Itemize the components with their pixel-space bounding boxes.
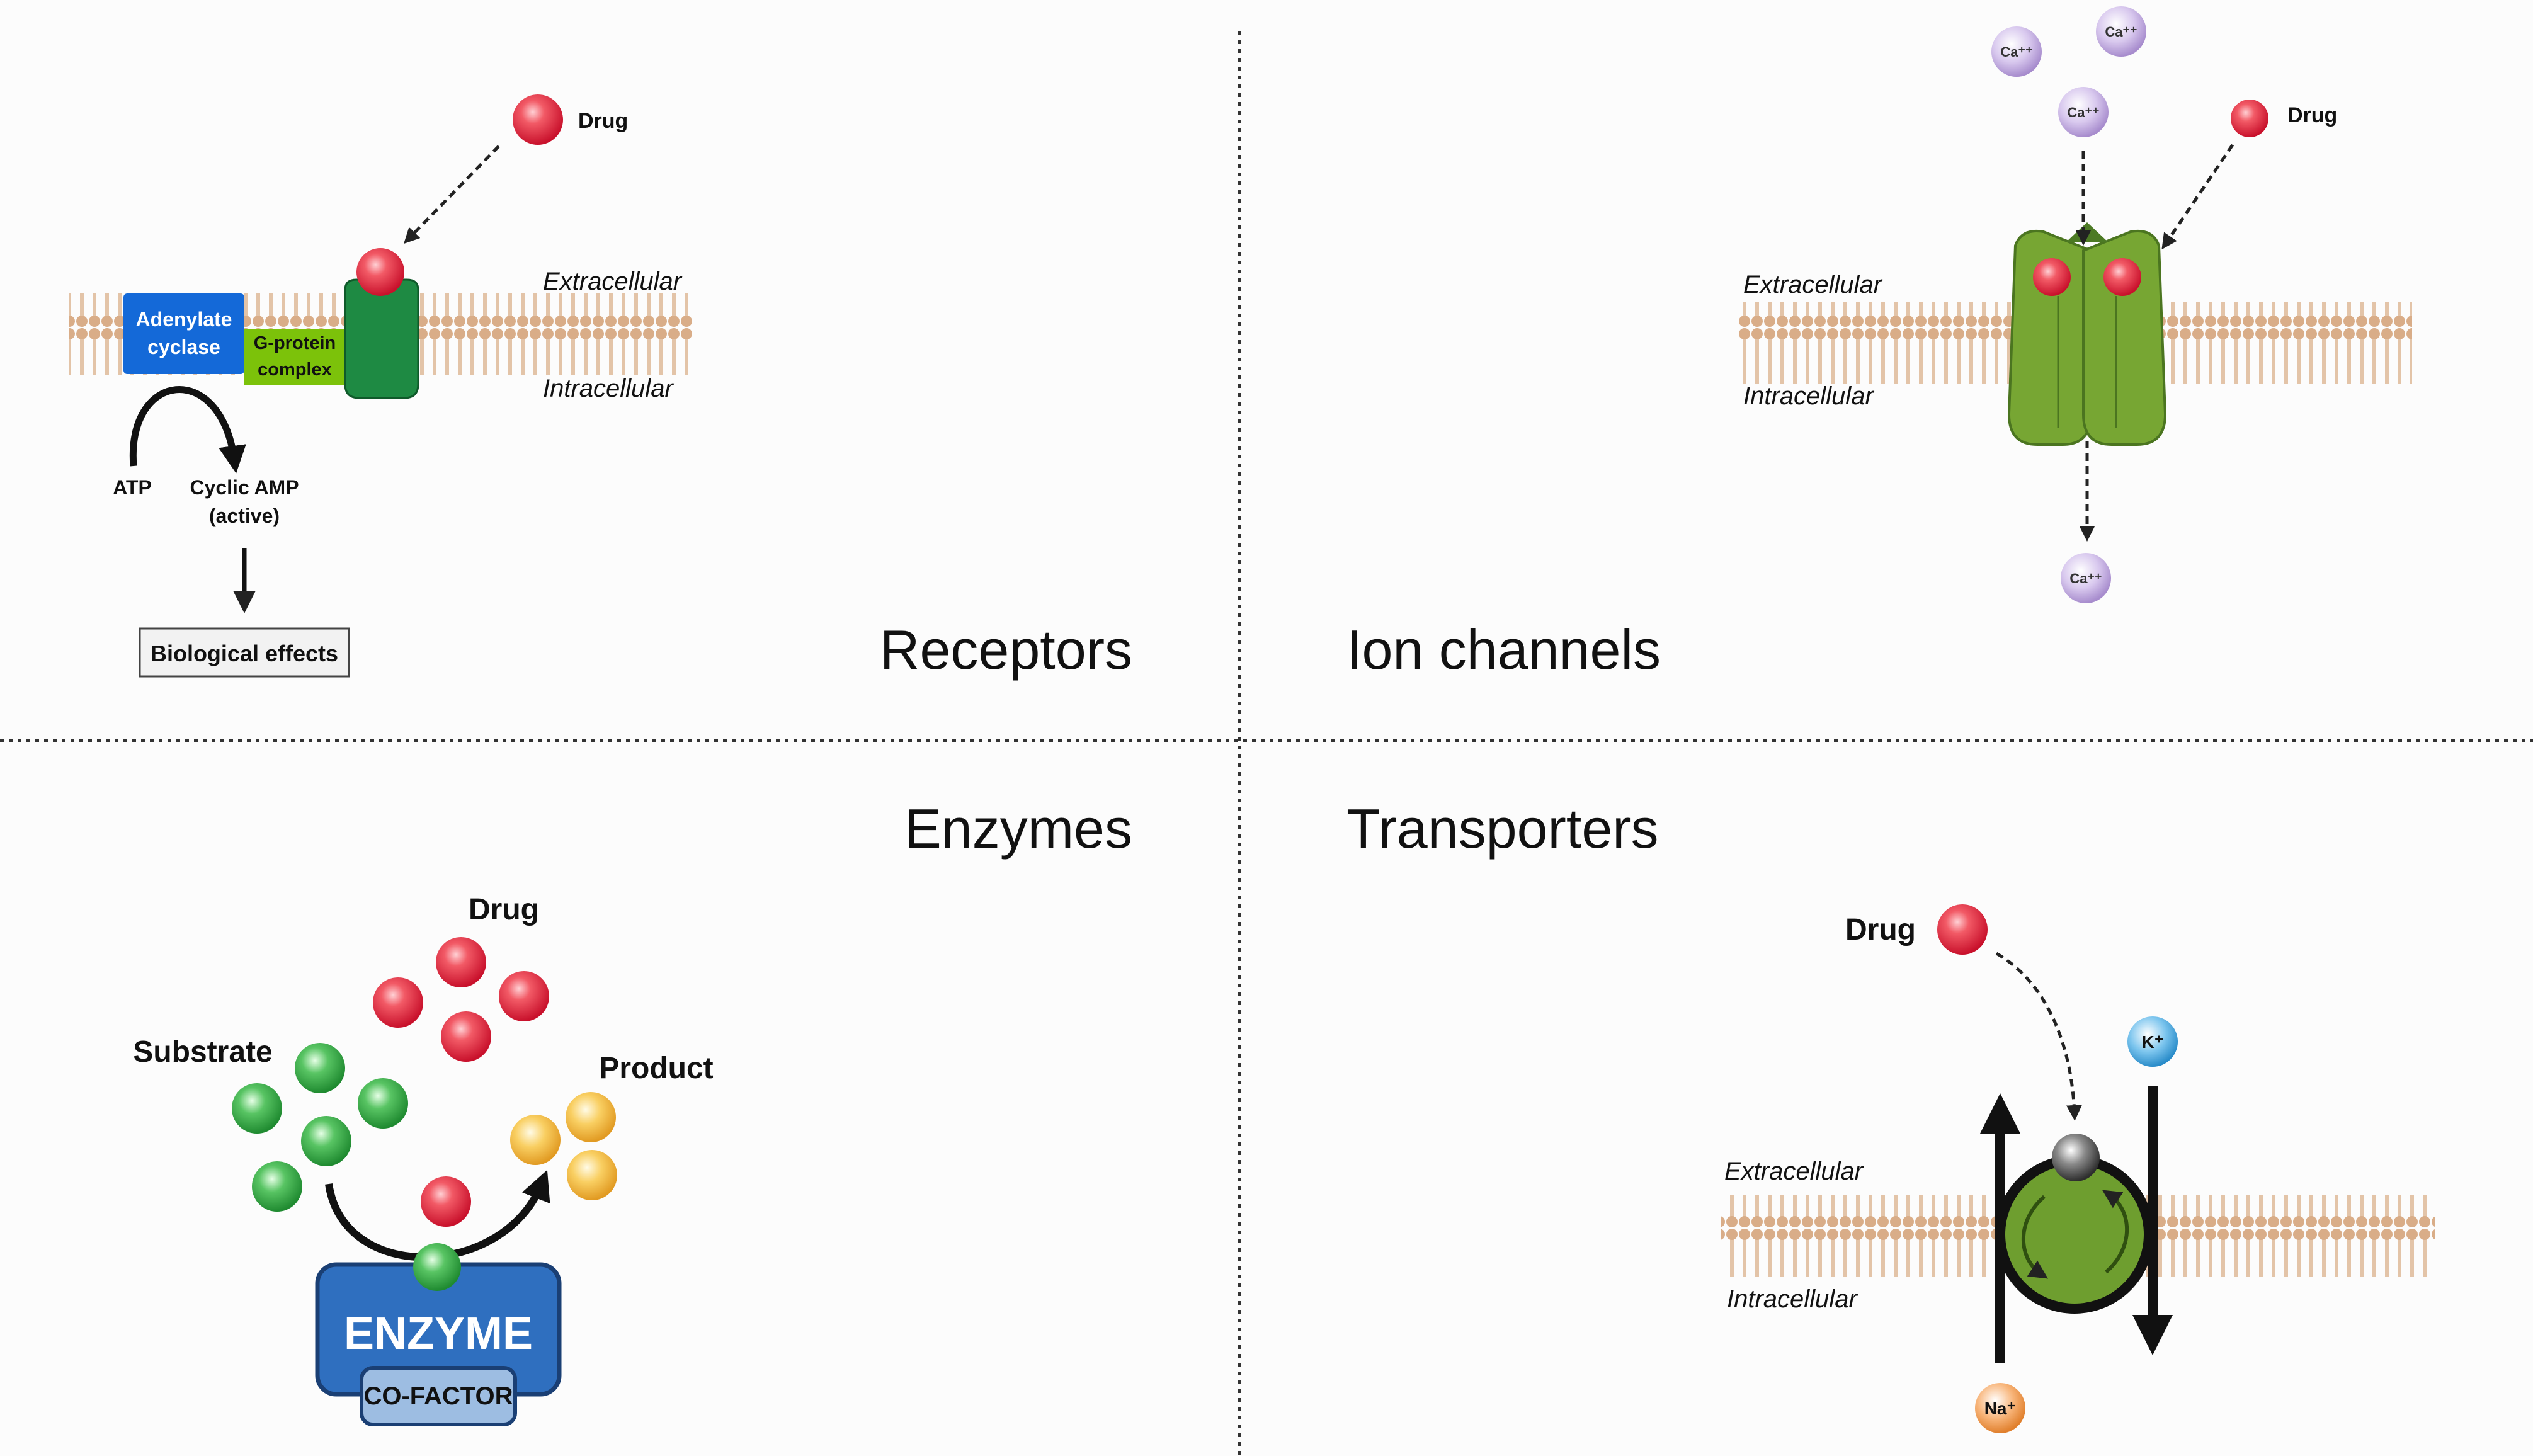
ion-channels-panel: Ion channels Extracellular Intracellular… xyxy=(1346,6,2412,681)
sodium-label: Na⁺ xyxy=(1984,1399,2017,1418)
drug-molecule xyxy=(441,1011,491,1062)
calcium-ion-label: Ca⁺⁺ xyxy=(2067,105,2099,120)
sodium-ion xyxy=(1975,1383,2025,1433)
potassium-ion xyxy=(2127,1016,2178,1067)
enzyme-drug-label: Drug xyxy=(469,893,539,926)
calcium-ion xyxy=(2096,6,2146,57)
rotation-arrow-left xyxy=(2022,1195,2049,1279)
ion-channels-title: Ion channels xyxy=(1346,618,1661,681)
calcium-ion xyxy=(2058,87,2109,137)
product-label: Product xyxy=(599,1052,713,1085)
cofactor-label: CO-FACTOR xyxy=(363,1382,513,1410)
channel-subunit-left xyxy=(2007,230,2092,446)
receptor-drug-label: Drug xyxy=(578,109,628,133)
enzyme-label: ENZYME xyxy=(344,1309,533,1359)
receptor-protein xyxy=(344,278,419,399)
camp-label-1: Cyclic AMP xyxy=(190,476,299,499)
transport-drug-molecule xyxy=(1937,904,1988,955)
ion-channel-drug-molecule xyxy=(2231,100,2268,137)
gprotein-box xyxy=(244,329,345,385)
product-molecule xyxy=(567,1150,617,1200)
substrate-molecule xyxy=(252,1161,302,1212)
calcium-ion xyxy=(2061,553,2111,603)
camp-label-2: (active) xyxy=(209,504,280,527)
rotation-arrow-right xyxy=(2102,1190,2129,1274)
drug-molecule xyxy=(436,937,486,987)
channel-bound-drug-left xyxy=(2033,258,2071,296)
calcium-ion-label: Ca⁺⁺ xyxy=(2069,571,2102,586)
substrate-molecule xyxy=(295,1043,345,1093)
calcium-ion-label: Ca⁺⁺ xyxy=(2000,44,2032,60)
drug-molecule xyxy=(499,971,549,1021)
gprotein-label-1: G-protein xyxy=(254,333,336,353)
adenylate-cyclase-label-2: cyclase xyxy=(147,336,220,358)
calcium-ion xyxy=(1991,26,2042,77)
receptor-intracellular-label: Intracellular xyxy=(543,375,674,402)
drug-molecule xyxy=(373,977,423,1028)
transport-drug-arrow xyxy=(1995,952,2082,1121)
channel-subunit-right xyxy=(2082,230,2167,446)
transporters-title: Transporters xyxy=(1346,797,1659,860)
receptors-title: Receptors xyxy=(880,618,1132,681)
enzyme-bound-drug xyxy=(421,1176,471,1227)
product-molecule xyxy=(566,1092,616,1142)
bound-drug-molecule xyxy=(356,248,404,296)
substrate-molecule xyxy=(301,1116,351,1166)
substrate-molecule xyxy=(358,1078,408,1129)
receptors-panel: Receptors Extracellular Intracellular Ad… xyxy=(69,94,1132,681)
product-molecule xyxy=(510,1115,561,1165)
ion-extracellular-label: Extracellular xyxy=(1743,271,1883,299)
transport-intracellular-label: Intracellular xyxy=(1727,1285,1858,1313)
adenylate-cyclase-box xyxy=(123,293,244,374)
biological-effects-label: Biological effects xyxy=(151,640,338,666)
channel-pore-top xyxy=(2066,222,2109,242)
drug-binding-arrow xyxy=(404,145,500,244)
drug-molecule xyxy=(513,94,563,145)
biological-effects-box xyxy=(139,627,350,678)
enzymes-title: Enzymes xyxy=(904,797,1132,860)
gprotein-label-2: complex xyxy=(258,360,332,380)
transport-drug-label: Drug xyxy=(1845,913,1916,947)
transport-extracellular-label: Extracellular xyxy=(1724,1157,1864,1185)
enzymes-panel: Enzymes Drug Substrate Product ENZYME CO… xyxy=(133,797,1132,1426)
adenylate-cyclase-label-1: Adenylate xyxy=(136,308,232,331)
calcium-ion-label: Ca⁺⁺ xyxy=(2105,24,2137,40)
transporter-binding-site xyxy=(2052,1134,2100,1181)
substrate-label: Substrate xyxy=(133,1035,272,1069)
atp-conversion-arrow xyxy=(129,386,246,474)
enzyme-bound-substrate xyxy=(413,1243,461,1291)
atp-label: ATP xyxy=(113,476,152,499)
channel-bound-drug-right xyxy=(2103,258,2141,296)
substrate-molecule xyxy=(232,1083,282,1134)
cofactor-box xyxy=(360,1366,517,1426)
ion-drug-label: Drug xyxy=(2287,103,2337,127)
receptor-extracellular-label: Extracellular xyxy=(543,268,683,295)
ion-drug-binding-arrow xyxy=(2161,144,2234,250)
potassium-label: K⁺ xyxy=(2142,1032,2164,1052)
transporters-panel: Transporters Extracellular Intracellular… xyxy=(1346,797,2435,1433)
ion-intracellular-label: Intracellular xyxy=(1743,382,1874,410)
